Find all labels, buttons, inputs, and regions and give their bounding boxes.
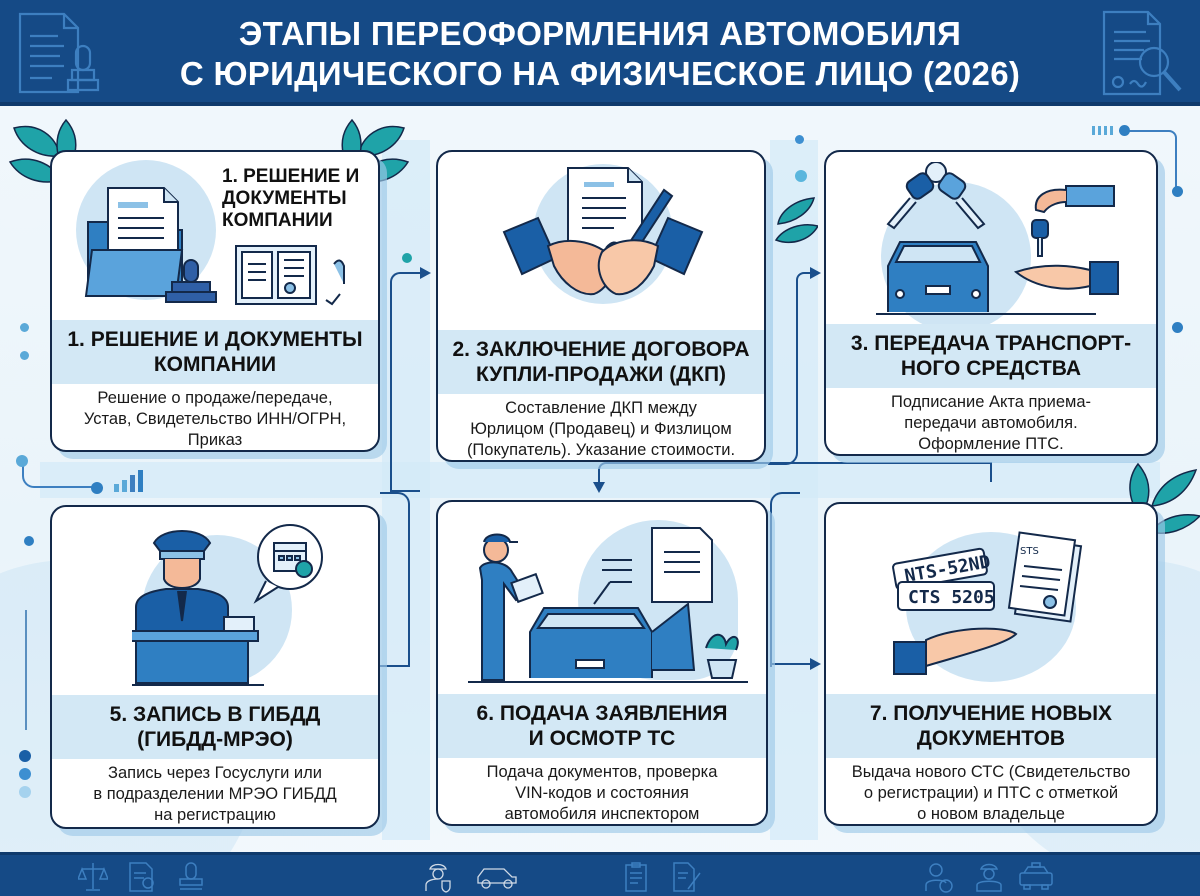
connector-line [796, 272, 812, 327]
decor-dot [20, 351, 29, 360]
signal-bars-icon [114, 470, 143, 492]
car-keys-handover-icon [876, 162, 1119, 315]
car-icon [477, 868, 517, 889]
step-2-illustration [438, 152, 764, 322]
title-line-2: С ЮРИДИЧЕСКОГО НА ФИЗИЧЕСКОЕ ЛИЦО (2026) [179, 55, 1021, 92]
step-1-corner-title: 1. РЕШЕНИЕ И ДОКУМЕНТЫ КОМПАНИИ [222, 166, 360, 231]
police-officer-icon [976, 863, 1002, 892]
decor-dot [19, 750, 31, 762]
step-5-description: Запись через Госуслуги или в подразделен… [93, 764, 337, 824]
document-search-icon [129, 862, 154, 892]
connector-line [598, 462, 992, 482]
person-coin-icon [925, 863, 953, 893]
step-6-illustration [438, 502, 766, 683]
step-card-6: 6. ПОДАЧА ЗАЯВЛЕНИЯ И ОСМОТР ТС Подача д… [436, 500, 768, 826]
connector-line [768, 325, 798, 465]
step-6-description: Подача документов, проверка VIN-кодов и … [486, 763, 718, 823]
step-5-illustration [52, 507, 378, 686]
arrow-down-icon [593, 482, 605, 493]
circuit-dot [1172, 186, 1183, 197]
connector-line [770, 663, 810, 665]
step-card-3: 3. ПЕРЕДАЧА ТРАНСПОРТ- НОГО СРЕДСТВА Под… [824, 150, 1158, 456]
step-1-description: Решение о продаже/передаче, Устав, Свиде… [83, 389, 347, 449]
inspector-car-documents-icon [468, 527, 748, 683]
decor-dot [24, 536, 34, 546]
plate-bottom-text: CTS 5205 [908, 587, 995, 608]
circuit-dot [91, 482, 103, 494]
step-7-description: Выдача нового СТС (Свидетельство о регис… [851, 763, 1131, 823]
license-plates-documents-hand-icon: NTS-52ND CTS 5205 STS [892, 531, 1083, 675]
step-2-description: Составление ДКП между Юрлицом (Продавец)… [466, 399, 736, 459]
leaf-decoration-icon [774, 197, 818, 244]
clipboard-icon [625, 862, 647, 892]
step-6-title: 6. ПОДАЧА ЗАЯВЛЕНИЯ И ОСМОТР ТС [438, 694, 766, 758]
step-1-illustration [52, 152, 378, 322]
decor-dot [795, 170, 807, 182]
arrow-right-icon [810, 267, 821, 279]
step-3-illustration [826, 152, 1156, 332]
document-pen-icon [673, 862, 701, 892]
step-3-title: 3. ПЕРЕДАЧА ТРАНСПОРТ- НОГО СРЕДСТВА [826, 324, 1156, 388]
police-shield-icon [425, 863, 451, 893]
step-card-5: 5. ЗАПИСЬ В ГИБДД (ГИБДД-МРЭО) Запись че… [50, 505, 380, 829]
decor-line [25, 610, 27, 730]
decor-dot [402, 253, 412, 263]
step-card-1: 1. РЕШЕНИЕ И ДОКУМЕНТЫ КОМПАНИИ 1. РЕШЕН… [50, 150, 380, 452]
circuit-dot [1119, 125, 1130, 136]
arrow-right-icon [420, 267, 431, 279]
step-3-description: Подписание Акта приема- передачи автомоб… [890, 393, 1092, 453]
bar-marks [1092, 126, 1114, 135]
step-card-2: 2. ЗАКЛЮЧЕНИЕ ДОГОВОРА КУПЛИ-ПРОДАЖИ (ДК… [436, 150, 766, 462]
arrow-right-icon [810, 658, 821, 670]
step-1-title: 1. РЕШЕНИЕ И ДОКУМЕНТЫ КОМПАНИИ [52, 320, 378, 384]
step-card-7: NTS-52ND CTS 5205 STS 7. ПОЛУЧЕНИЕ НОВЫХ… [824, 502, 1158, 826]
document-stamp-icon [18, 12, 100, 94]
connector-line [770, 492, 800, 667]
circuit-line [22, 462, 94, 488]
circuit-dot [1172, 322, 1183, 333]
document-magnifier-icon [1102, 10, 1182, 96]
stamp-icon [179, 862, 203, 890]
page-header: ЭТАПЫ ПЕРЕОФОРМЛЕНИЯ АВТОМОБИЛЯ С ЮРИДИЧ… [0, 0, 1200, 106]
circuit-line [1125, 130, 1177, 190]
step-2-title: 2. ЗАКЛЮЧЕНИЕ ДОГОВОРА КУПЛИ-ПРОДАЖИ (ДК… [438, 330, 764, 394]
step-7-title: 7. ПОЛУЧЕНИЕ НОВЫХ ДОКУМЕНТОВ [826, 694, 1156, 758]
decor-dot [19, 786, 31, 798]
police-officer-calendar-icon [132, 524, 323, 686]
decor-dot [795, 135, 804, 144]
step-5-title: 5. ЗАПИСЬ В ГИБДД (ГИБДД-МРЭО) [52, 695, 378, 759]
connector-line [380, 492, 410, 667]
circuit-dot [16, 455, 28, 467]
decor-dot [20, 323, 29, 332]
handshake-contract-icon [502, 167, 704, 296]
folder-documents-stamp-icon [84, 187, 345, 306]
taxi-icon [1019, 862, 1053, 890]
doc-label-text: STS [1020, 546, 1039, 557]
scales-icon [78, 863, 108, 891]
page-title: ЭТАПЫ ПЕРЕОФОРМЛЕНИЯ АВТОМОБИЛЯ С ЮРИДИЧ… [0, 14, 1200, 94]
decor-dot [19, 768, 31, 780]
connector-line [390, 272, 420, 492]
page-footer [0, 852, 1200, 896]
step-7-illustration: NTS-52ND CTS 5205 STS [826, 504, 1156, 682]
title-line-1: ЭТАПЫ ПЕРЕОФОРМЛЕНИЯ АВТОМОБИЛЯ [238, 15, 962, 52]
